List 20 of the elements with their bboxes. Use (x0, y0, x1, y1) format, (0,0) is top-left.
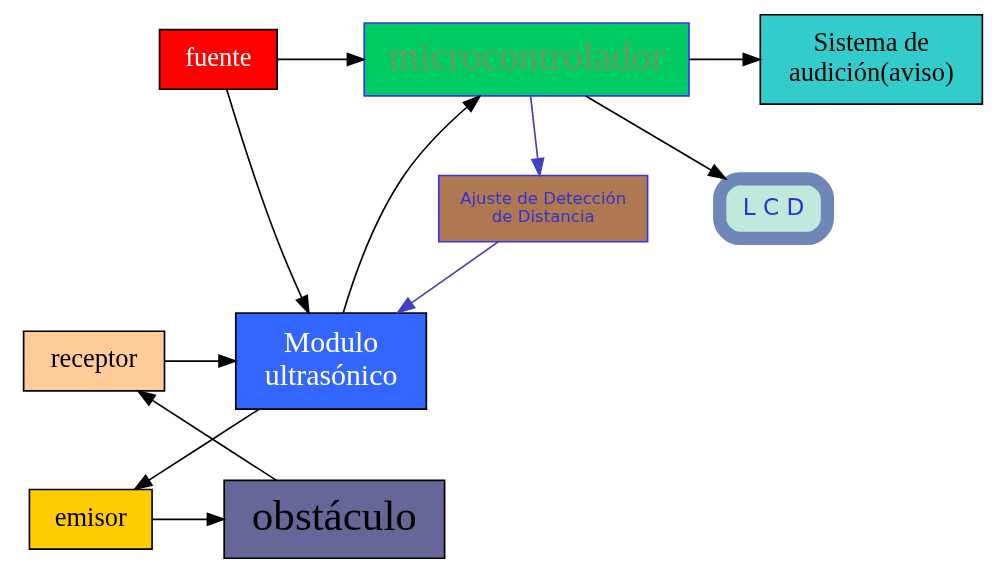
node-box: Modulo ultrasónico (234, 312, 428, 410)
node-box: fuente (158, 28, 278, 91)
arrow (688, 52, 763, 67)
node-box: microcontrolador (363, 22, 690, 97)
arrow (584, 95, 728, 180)
arrow (136, 389, 278, 482)
node-box: obstáculo (223, 479, 446, 560)
arrow (132, 408, 260, 491)
arrow (529, 95, 545, 178)
node-box: emisor (28, 488, 153, 550)
arrow (395, 241, 499, 314)
arrow (151, 512, 227, 527)
node-box: L C D (713, 172, 835, 246)
node-box: Sistema de audición(aviso) (759, 13, 984, 106)
arrow (225, 88, 310, 316)
arrow (164, 354, 239, 369)
node-box: Ajuste de Detección de Distancia (437, 174, 649, 243)
arrow (276, 52, 367, 67)
node-box: receptor (22, 330, 166, 392)
arrow (342, 94, 482, 314)
